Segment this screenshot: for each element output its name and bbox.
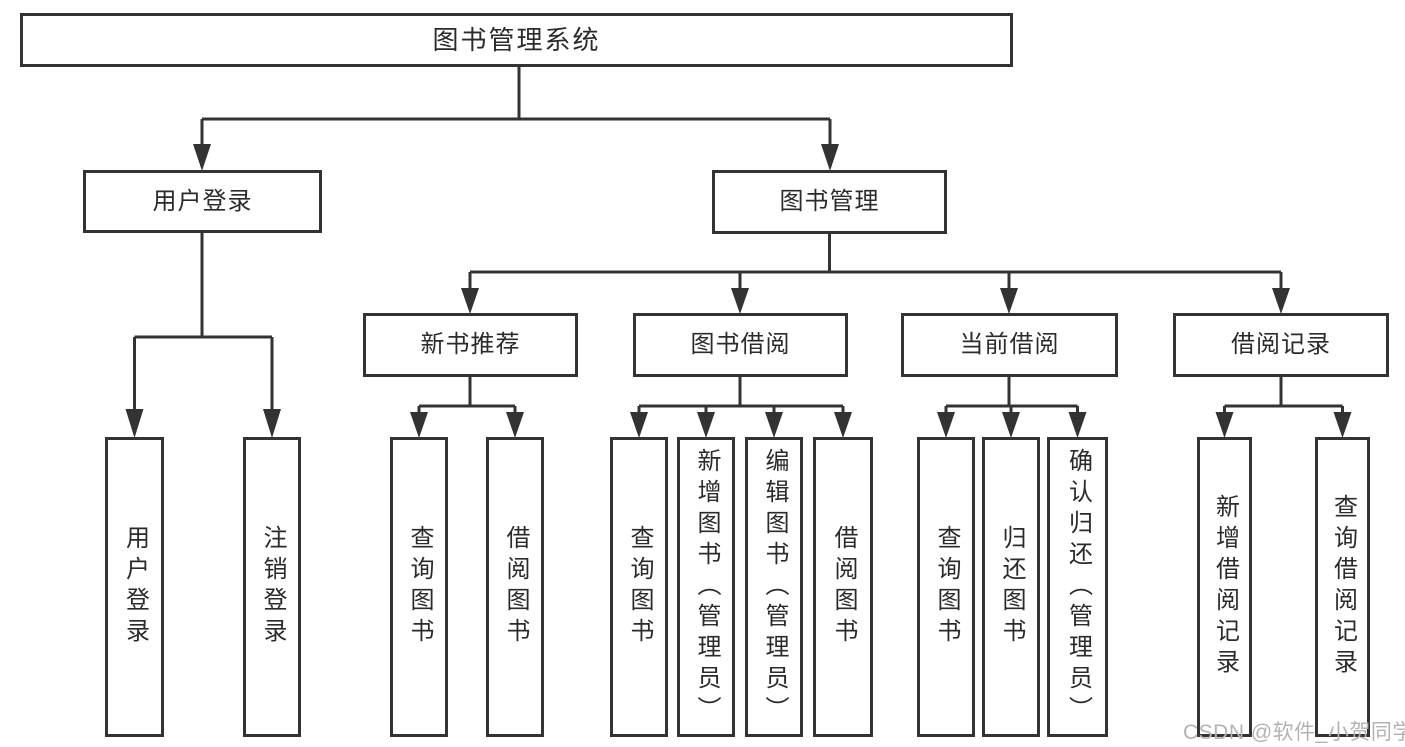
node-label: 用户登录 xyxy=(152,187,253,215)
leaf-label: 编辑图书（管理员） xyxy=(761,447,788,727)
leaf-label: 借阅图书 xyxy=(830,525,857,649)
leaf-label: 确认归还（管理员） xyxy=(1064,447,1092,727)
node-book-borrowing: 图书借阅 xyxy=(633,313,848,377)
node-library-management-system: 图书管理系统 xyxy=(20,13,1013,67)
node-label: 借阅记录 xyxy=(1231,331,1331,358)
csdn-watermark: CSDN @软件_小贺同学 xyxy=(1183,721,1405,744)
leaf-add-borrow-record: 新增借阅记录 xyxy=(1197,437,1252,737)
leaf-label: 查询图书 xyxy=(406,525,433,649)
node-new-book-recommend: 新书推荐 xyxy=(363,313,578,377)
node-label: 新书推荐 xyxy=(420,331,521,358)
connector-new-book-branch xyxy=(417,376,517,414)
leaf-edit-books-admin: 编辑图书（管理员） xyxy=(745,437,803,737)
connector-user-login-branch xyxy=(133,232,274,411)
connector-root-to-level2 xyxy=(200,66,832,146)
leaf-label: 注销登录 xyxy=(259,525,286,649)
leaf-borrow-books-recommend: 借阅图书 xyxy=(486,437,544,737)
leaf-confirm-return-admin: 确认归还（管理员） xyxy=(1047,437,1108,737)
node-label: 图书借阅 xyxy=(690,331,791,358)
leaf-add-books-admin: 新增图书（管理员） xyxy=(677,437,735,737)
leaf-label: 新增借阅记录 xyxy=(1211,494,1239,680)
leaf-query-books-recommend: 查询图书 xyxy=(390,437,448,737)
leaf-borrow-books: 借阅图书 xyxy=(813,437,873,737)
leaf-label: 归还图书 xyxy=(998,525,1025,649)
node-current-borrowing: 当前借阅 xyxy=(901,313,1118,377)
leaf-query-books-current: 查询图书 xyxy=(917,437,975,737)
connector-current-borrow-branch xyxy=(944,376,1079,414)
leaf-query-borrow-record: 查询借阅记录 xyxy=(1315,437,1370,737)
connector-book-borrow-branch xyxy=(637,376,845,414)
leaf-label: 借阅图书 xyxy=(502,525,529,649)
arrowheads-book-mgmt-branch xyxy=(461,288,1290,314)
node-label: 图书管理 xyxy=(779,188,880,215)
leaf-label: 查询图书 xyxy=(626,525,653,649)
arrowheads-current-borrow-branch xyxy=(937,412,1087,438)
leaf-return-books: 归还图书 xyxy=(982,437,1040,737)
node-user-login: 用户登录 xyxy=(83,170,322,233)
node-book-management: 图书管理 xyxy=(712,170,947,234)
node-label: 图书管理系统 xyxy=(432,25,601,55)
leaf-user-login: 用户登录 xyxy=(105,437,164,737)
connector-book-mgmt-branch xyxy=(468,233,1283,290)
connector-borrow-records-branch xyxy=(1223,376,1344,414)
leaf-label: 查询借阅记录 xyxy=(1329,494,1357,680)
arrowheads-user-login-branch xyxy=(125,409,281,438)
arrowheads-root-to-level2 xyxy=(193,144,839,171)
leaf-label: 查询图书 xyxy=(933,525,960,649)
leaf-label: 用户登录 xyxy=(121,525,149,649)
arrowheads-borrow-records-branch xyxy=(1215,412,1352,438)
node-label: 当前借阅 xyxy=(959,331,1060,358)
leaf-logout: 注销登录 xyxy=(243,437,301,737)
node-borrowing-records: 借阅记录 xyxy=(1173,313,1389,377)
leaf-query-books-borrowing: 查询图书 xyxy=(610,437,668,737)
arrowheads-book-borrow-branch xyxy=(630,412,852,438)
arrowheads-new-book-branch xyxy=(410,412,524,438)
leaf-label: 新增图书（管理员） xyxy=(693,447,720,727)
